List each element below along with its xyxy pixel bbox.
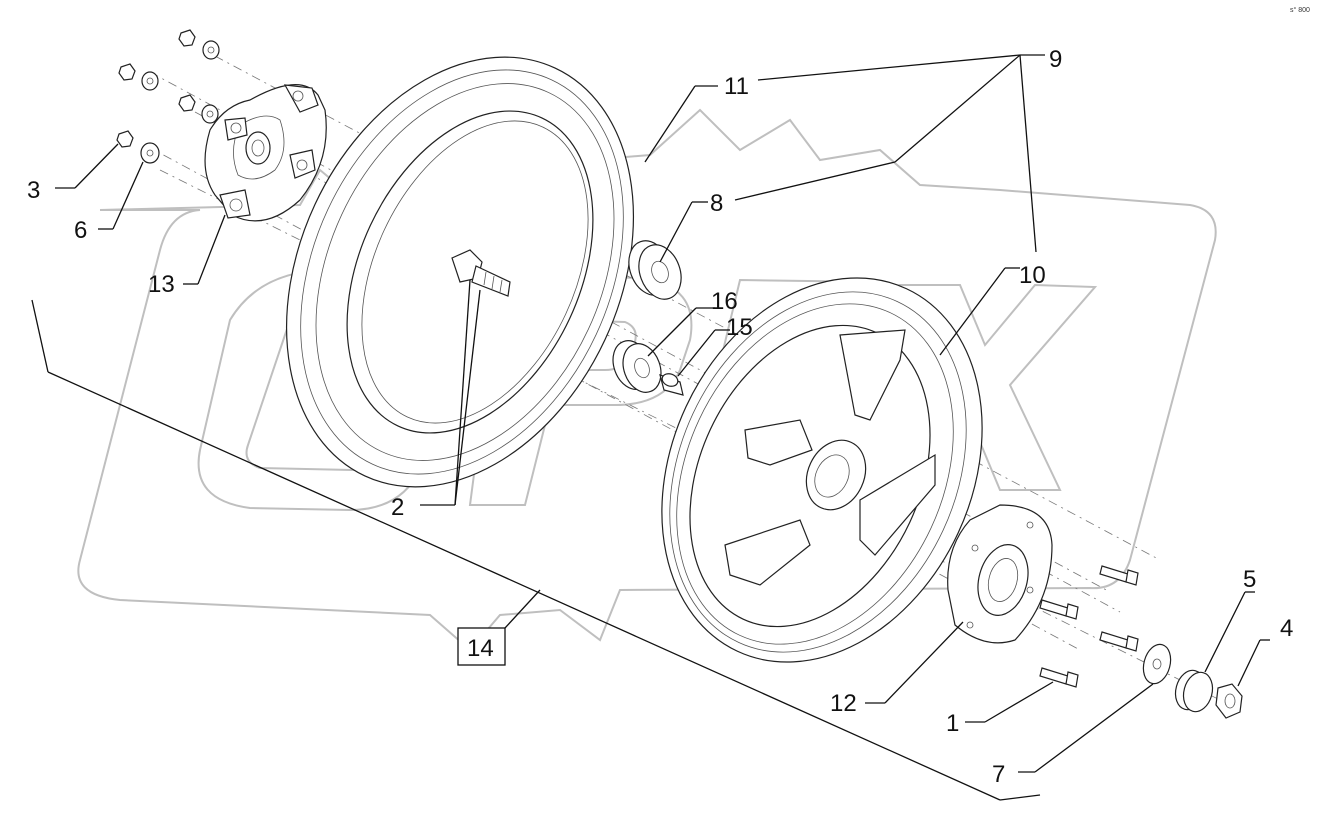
hub-plate-12 bbox=[947, 504, 1053, 644]
bolt-2 bbox=[451, 249, 511, 297]
callout-9: 9 bbox=[1049, 46, 1062, 73]
callout-7: 7 bbox=[992, 761, 1005, 788]
label-14-box bbox=[457, 627, 506, 666]
callout-14: 14 bbox=[467, 635, 494, 662]
spacer-15 bbox=[659, 373, 684, 396]
nut-3 bbox=[116, 130, 134, 148]
bearing-8 bbox=[628, 240, 682, 300]
callout-6: 6 bbox=[74, 217, 87, 244]
leader-lines bbox=[55, 54, 1270, 773]
callout-8: 8 bbox=[710, 190, 723, 217]
rim-10 bbox=[661, 277, 983, 663]
bolts-1 bbox=[1039, 565, 1139, 688]
callout-2: 2 bbox=[391, 494, 404, 521]
callout-1: 1 bbox=[946, 710, 959, 737]
callout-16: 16 bbox=[711, 288, 738, 315]
spacer-5 bbox=[1174, 669, 1214, 713]
callout-10: 10 bbox=[1019, 262, 1046, 289]
corner-mark: s° 800 bbox=[1290, 6, 1310, 14]
callout-12: 12 bbox=[830, 690, 857, 717]
nuts-washers-left bbox=[116, 29, 220, 164]
callout-15: 15 bbox=[726, 314, 753, 341]
washer-6 bbox=[140, 142, 160, 164]
assembly-bracket-14 bbox=[31, 299, 1041, 801]
nut-4 bbox=[1215, 683, 1243, 719]
callout-4: 4 bbox=[1280, 615, 1293, 642]
callout-3: 3 bbox=[27, 177, 40, 204]
callout-11: 11 bbox=[724, 73, 749, 100]
callout-5: 5 bbox=[1243, 566, 1256, 593]
hub-cap-13 bbox=[204, 84, 327, 222]
callout-13: 13 bbox=[148, 271, 175, 298]
bearing-16 bbox=[612, 340, 662, 393]
washer-7 bbox=[1142, 643, 1172, 685]
callout-labels: 1 2 3 4 5 6 7 8 9 10 11 12 13 14 15 16 s… bbox=[27, 6, 1310, 788]
